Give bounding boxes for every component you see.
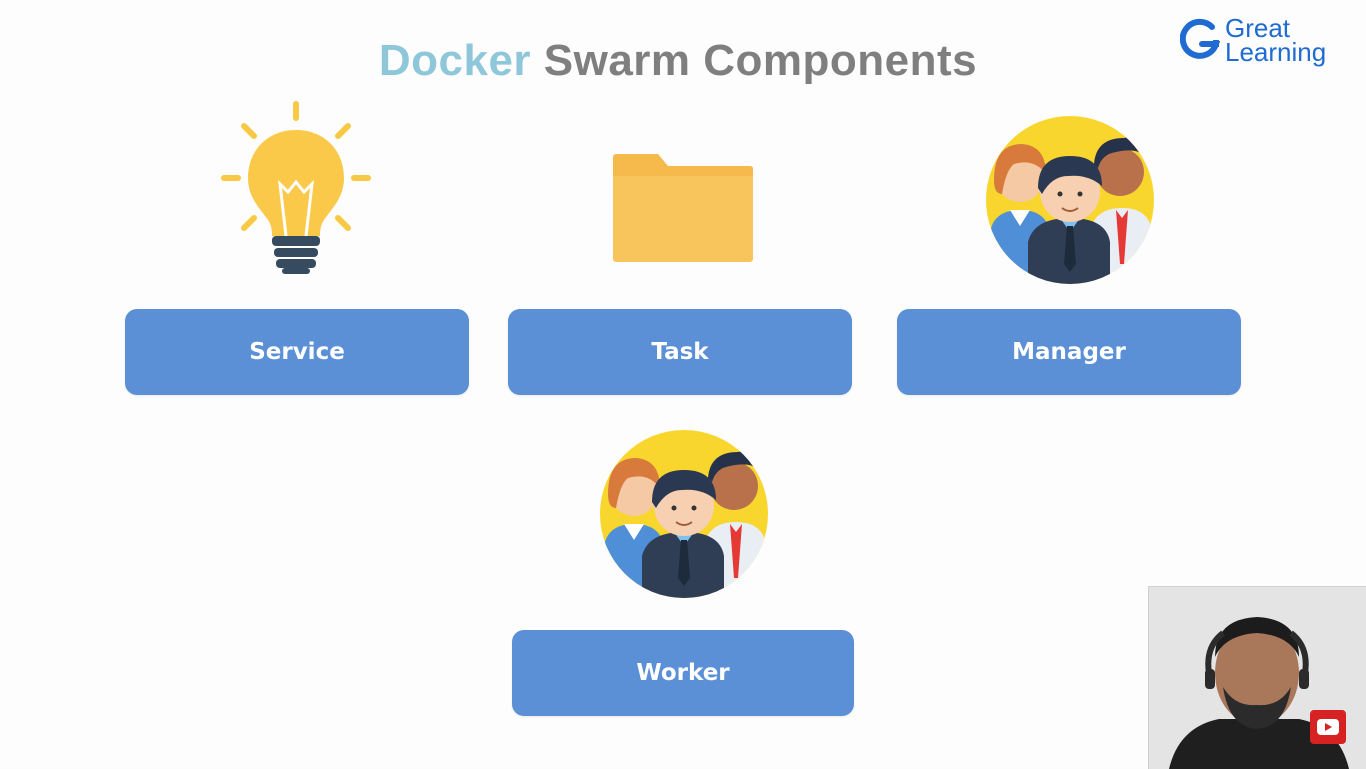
subscribe-icon[interactable] [1310,710,1346,744]
great-learning-g-icon [1180,18,1220,59]
task-label: Task [651,339,709,365]
worker-people-group-icon [600,430,768,598]
worker-box: Worker [512,630,854,716]
lightbulb-icon [221,101,371,274]
presenter-webcam [1148,586,1366,769]
title-part-docker: Docker [378,36,532,85]
slide-title: Docker Swarm Components [0,36,1356,86]
title-part-swarm-components: Swarm Components [543,36,978,85]
manager-label: Manager [1012,339,1126,365]
presenter-avatar [1149,587,1366,769]
worker-label: Worker [636,660,730,686]
manager-box: Manager [897,309,1241,395]
task-box: Task [508,309,852,395]
folder-icon [613,154,753,262]
people-group-icon [986,116,1154,284]
great-learning-logo: Great Learning [1180,13,1350,70]
service-label: Service [249,339,345,365]
logo-line2: Learning [1225,37,1327,67]
service-box: Service [125,309,469,395]
logo-text: Great Learning [1225,13,1327,67]
logo-line1: Great [1225,13,1291,43]
